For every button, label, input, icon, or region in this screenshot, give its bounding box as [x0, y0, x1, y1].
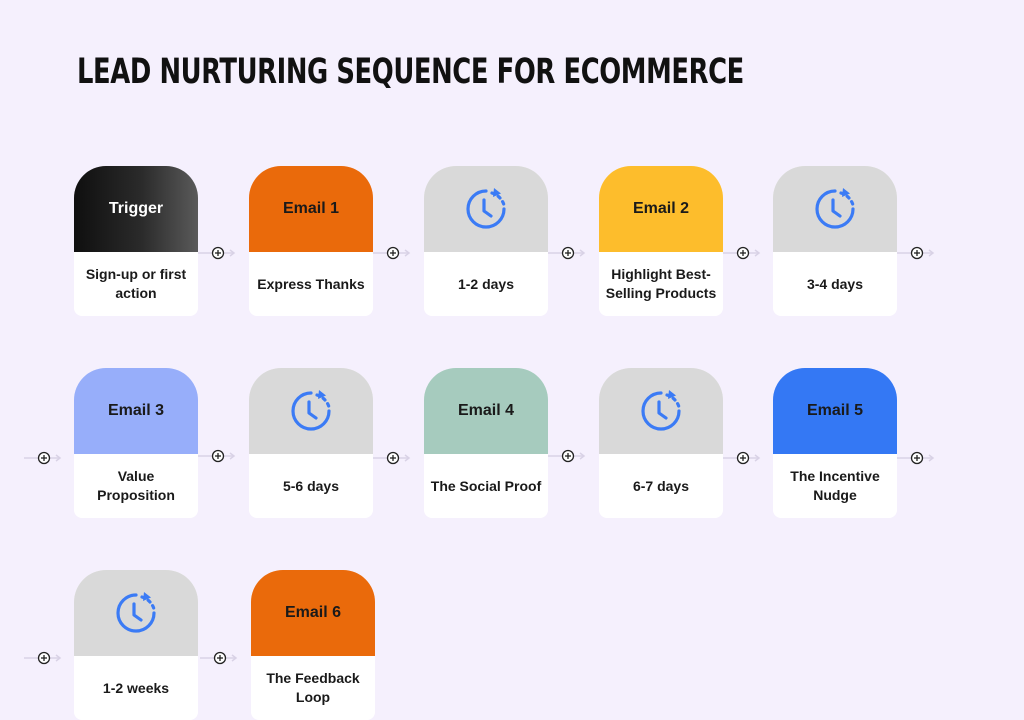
step-head-wait-2	[773, 166, 897, 252]
connector-plus	[897, 451, 935, 465]
clock-icon	[116, 592, 156, 633]
connector-plus	[198, 449, 236, 463]
step-label-email-6: The Feedback Loop	[266, 670, 360, 705]
step-card-wait-3: 5-6 days	[249, 368, 373, 518]
clock-icon	[291, 390, 331, 431]
step-head-email-6: Email 6	[251, 570, 375, 656]
step-card-wait-1: 1-2 days	[424, 166, 548, 316]
step-label-wait-2: 3-4 days	[806, 275, 864, 292]
step-label-email-5: The Incentive Nudge	[790, 468, 880, 503]
step-card-email-1: Email 1 Express Thanks	[249, 166, 373, 316]
step-head-wait-5	[74, 570, 198, 656]
clock-icon	[641, 390, 681, 431]
step-card-wait-5: 1-2 weeks	[74, 570, 198, 720]
connector-plus	[373, 451, 411, 465]
step-head-email-4: Email 4	[424, 368, 548, 454]
clock-icon	[466, 188, 506, 229]
step-head-email-2: Email 2	[599, 166, 723, 252]
connector-plus	[198, 246, 236, 260]
connector-plus	[200, 651, 238, 665]
connector-plus	[548, 246, 586, 260]
step-label-wait-5: 1-2 weeks	[102, 679, 170, 696]
step-label-trigger: Sign-up or first action	[85, 266, 187, 301]
step-label-email-3: Value Proposition	[97, 468, 175, 503]
step-card-email-2: Email 2 Highlight Best-Selling Products	[599, 166, 723, 316]
connector-plus	[24, 451, 62, 465]
step-head-wait-4	[599, 368, 723, 454]
page-title: LEAD NURTURING SEQUENCE FOR ECOMMERCE	[77, 52, 744, 92]
connector-plus	[897, 246, 935, 260]
connector-plus	[373, 246, 411, 260]
step-card-wait-4: 6-7 days	[599, 368, 723, 518]
step-label-wait-4: 6-7 days	[632, 477, 690, 494]
step-label-wait-3: 5-6 days	[282, 477, 340, 494]
step-label-email-4: The Social Proof	[430, 477, 542, 494]
step-card-email-5: Email 5 The Incentive Nudge	[773, 368, 897, 518]
step-card-email-3: Email 3 Value Proposition	[74, 368, 198, 518]
connector-plus	[548, 449, 586, 463]
step-head-email-1: Email 1	[249, 166, 373, 252]
step-label-wait-1: 1-2 days	[457, 275, 515, 292]
step-head-email-3: Email 3	[74, 368, 198, 454]
step-card-trigger: Trigger Sign-up or first action	[74, 166, 198, 316]
step-label-email-2: Highlight Best-Selling Products	[605, 266, 717, 301]
step-card-email-6: Email 6 The Feedback Loop	[251, 570, 375, 720]
step-card-wait-2: 3-4 days	[773, 166, 897, 316]
step-head-wait-1	[424, 166, 548, 252]
step-card-email-4: Email 4 The Social Proof	[424, 368, 548, 518]
step-head-wait-3	[249, 368, 373, 454]
clock-icon	[815, 188, 855, 229]
connector-plus	[723, 451, 761, 465]
step-head-email-5: Email 5	[773, 368, 897, 454]
step-head-trigger: Trigger	[74, 166, 198, 252]
connector-plus	[24, 651, 62, 665]
connector-plus	[723, 246, 761, 260]
step-label-email-1: Express Thanks	[257, 275, 365, 292]
